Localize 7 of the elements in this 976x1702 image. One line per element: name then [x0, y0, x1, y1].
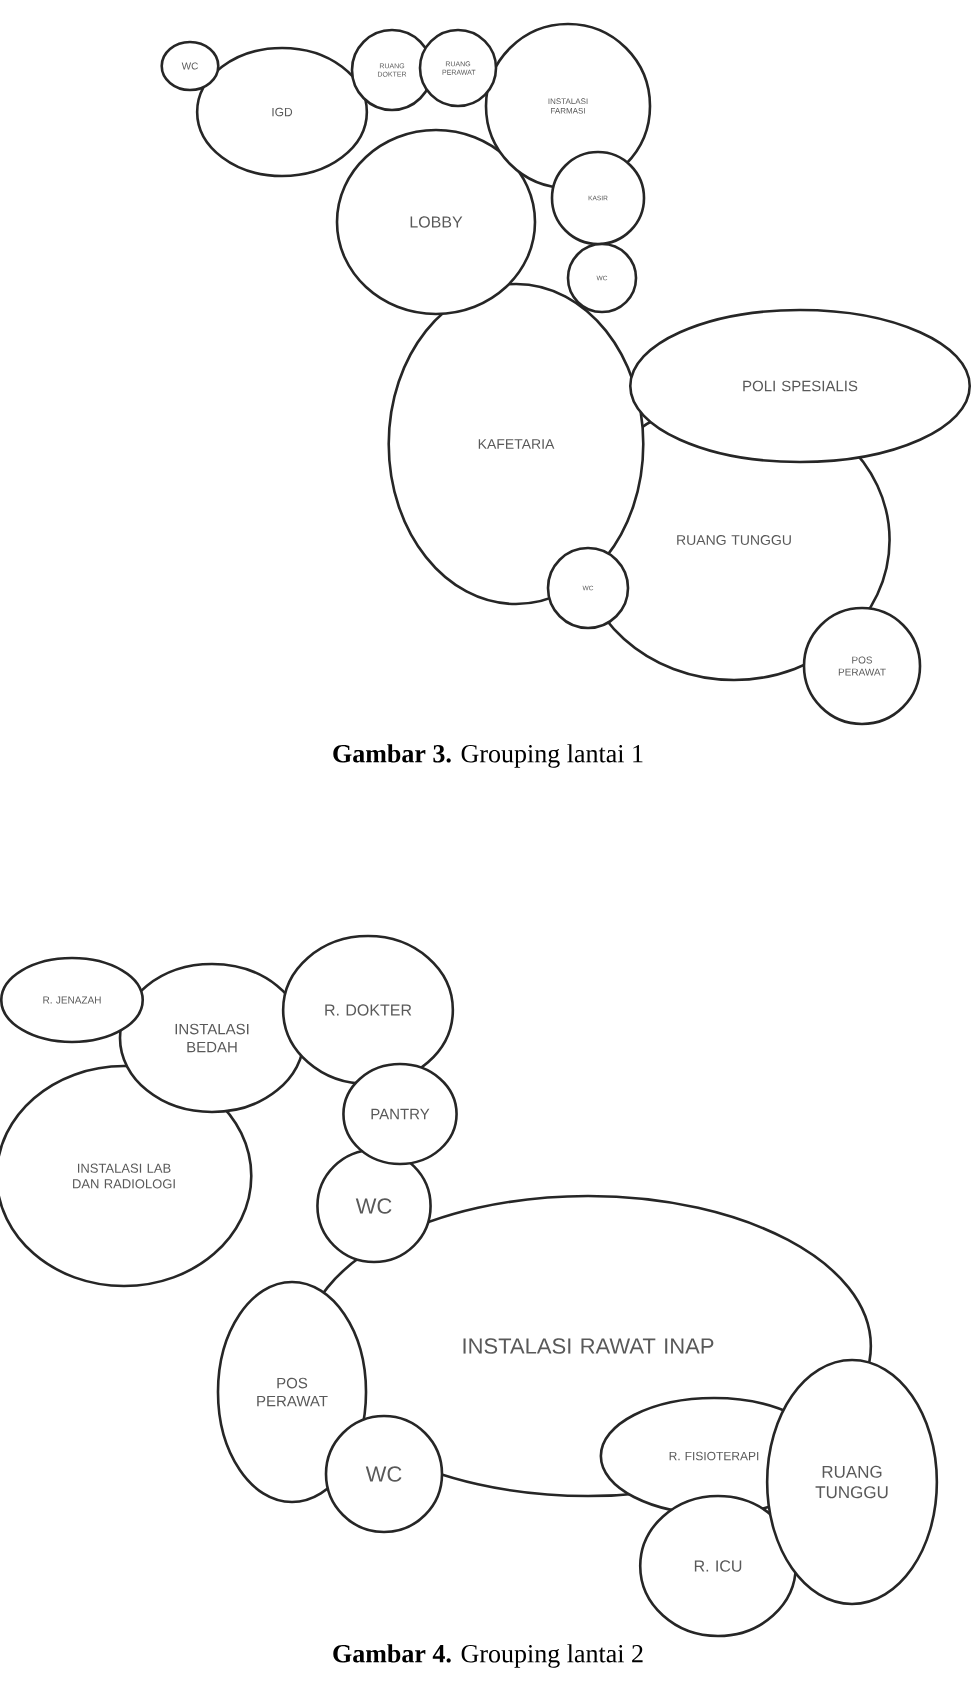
room-bubble: LOBBY	[335, 128, 537, 316]
figure-caption: Gambar 4. Grouping lantai 2	[333, 1644, 643, 1668]
room-bubble: WC	[324, 1414, 444, 1534]
room-bubble: R. ICU	[638, 1494, 798, 1638]
room-bubble: WC	[316, 1148, 432, 1264]
room-bubble: RUANG TUNGGU	[765, 1358, 939, 1606]
figure-caption: Gambar 3. Grouping lantai 1	[333, 744, 643, 768]
